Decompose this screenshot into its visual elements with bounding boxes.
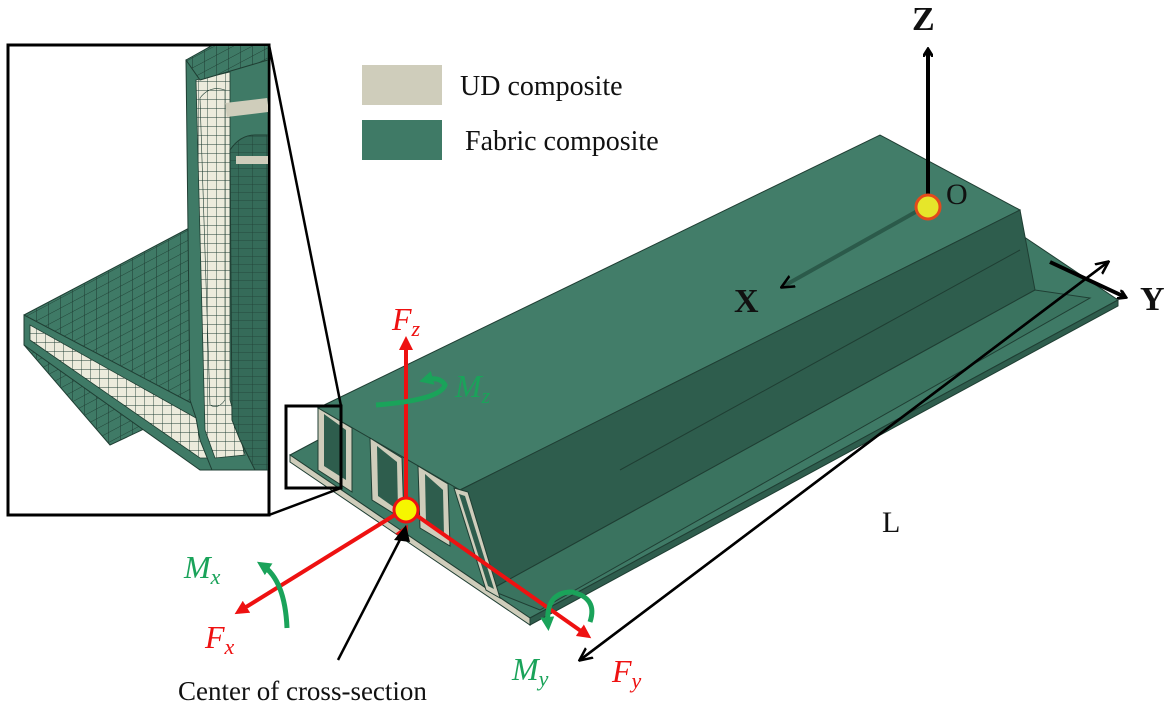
z-axis-label: Z <box>912 1 935 38</box>
center-label: Center of cross-section <box>178 676 427 706</box>
callout-box <box>284 404 343 490</box>
mz-moment-arrow <box>375 371 448 408</box>
mz-label: Mz <box>454 368 491 408</box>
fx-label: Fx <box>204 619 235 659</box>
fy-label: Fy <box>611 653 642 693</box>
global-axes: Z X Y O <box>734 1 1165 320</box>
length-dimension: L <box>580 262 1108 660</box>
legend-swatch-fabric <box>362 120 442 160</box>
x-axis-line <box>782 203 929 287</box>
detail-callout <box>267 44 343 517</box>
fz-label: Fz <box>391 301 421 341</box>
mx-moment-arrow <box>256 561 290 629</box>
x-axis-label: X <box>734 283 759 320</box>
my-moment-arrow <box>540 589 595 631</box>
stiffener-ledge <box>488 289 1092 611</box>
fy-arrow <box>404 506 592 639</box>
my-label: My <box>511 651 549 691</box>
panel-skin-side <box>529 299 1119 626</box>
legend-label-fabric: Fabric composite <box>465 126 659 157</box>
mesh-inset <box>6 43 271 517</box>
length-label: L <box>882 506 900 539</box>
section-center-point <box>392 496 420 524</box>
composite-panel <box>289 134 1119 626</box>
origin-point <box>914 193 942 221</box>
legend-swatch-ud <box>362 65 442 105</box>
legend: UD composite Fabric composite <box>362 65 659 160</box>
origin-label: O <box>946 178 968 211</box>
section-loads: Fz Fx Fy Mz Mx My <box>183 301 642 693</box>
y-axis-label: Y <box>1140 281 1165 318</box>
mx-label: Mx <box>183 549 221 589</box>
y-axis-line <box>1049 260 1125 297</box>
center-annotation: Center of cross-section <box>178 524 427 706</box>
legend-label-ud: UD composite <box>460 71 623 102</box>
fx-arrow <box>234 506 408 615</box>
